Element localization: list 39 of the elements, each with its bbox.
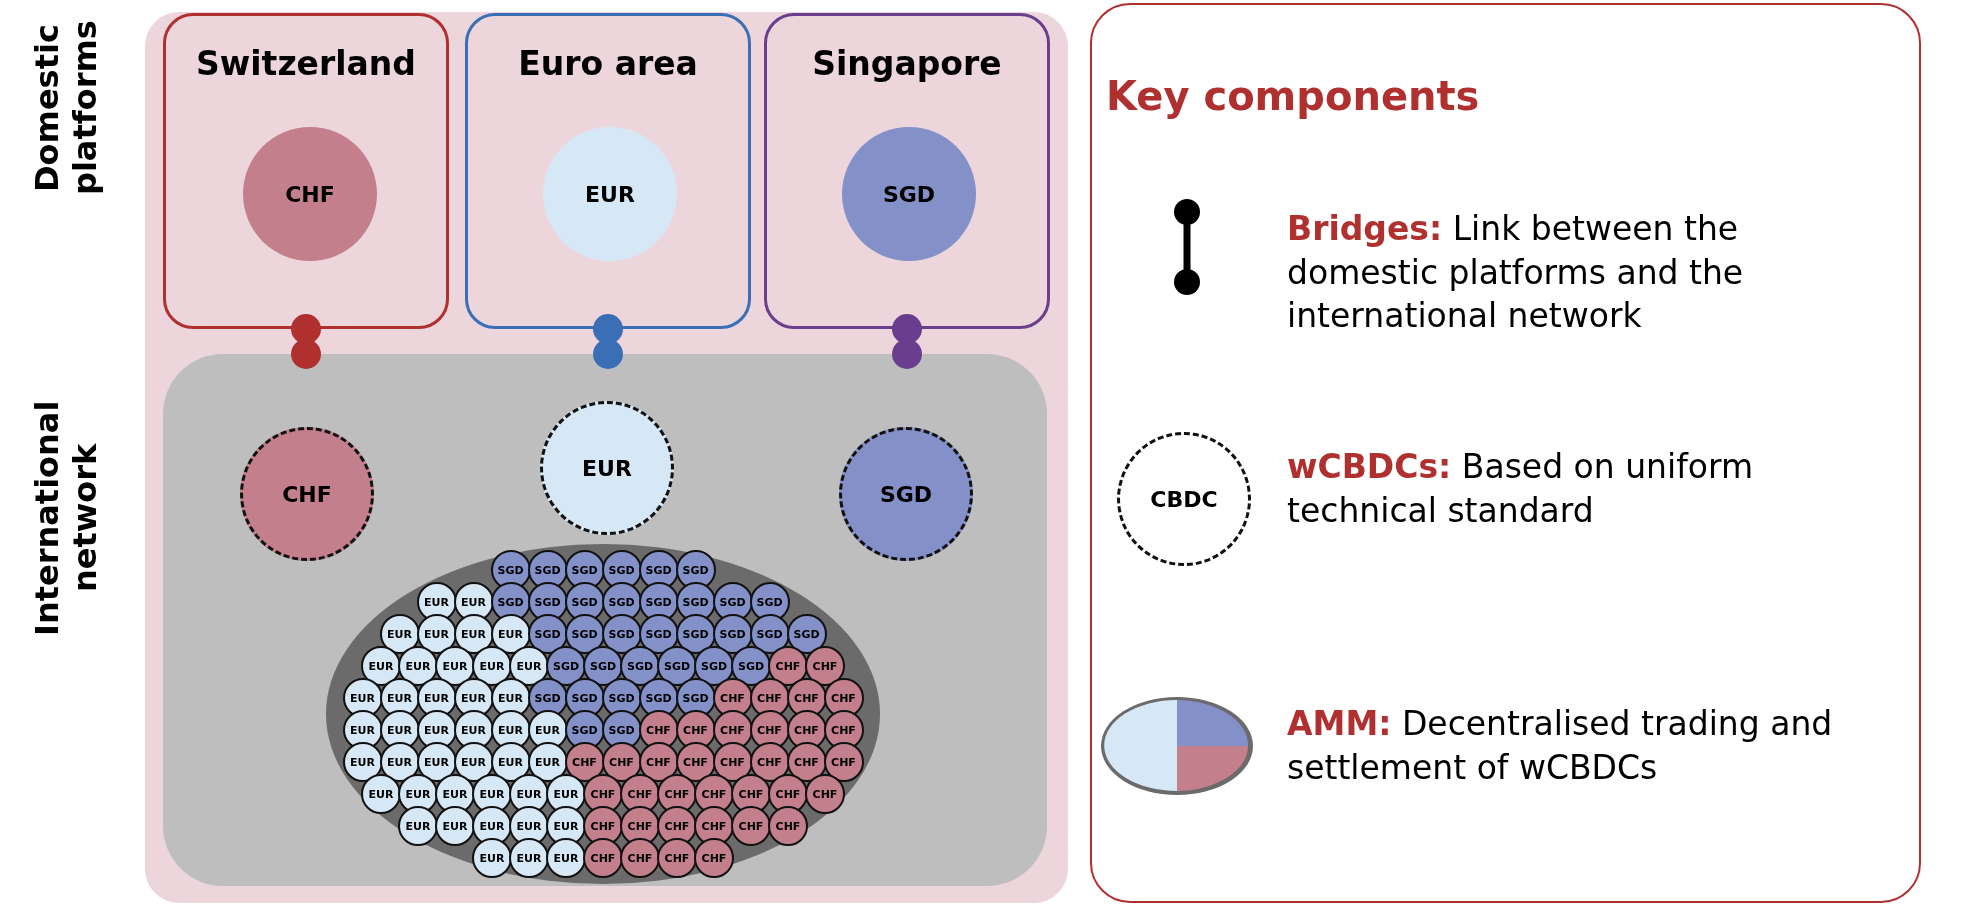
wcbdc-circle: EUR [540,401,674,535]
panel-heading: Key components [1106,73,1480,119]
currency-token: CHF [694,838,734,878]
currency-token: EUR [379,614,420,654]
currency-token: CHF [731,806,771,846]
platform-box: Switzerland CHF [163,13,449,329]
currency-token: EUR [398,806,438,846]
wcbdc-circle: SGD [839,427,973,561]
currency-token: SGD [786,614,827,654]
bridge-connector [291,314,321,369]
platform-box: Euro area EUR [465,13,751,329]
bridge-connector [892,314,922,369]
bridge-connector [593,314,623,369]
wcbdc-circle: CHF [240,427,374,561]
currency-token: EUR [546,838,586,878]
sample-token: CBDC [1117,432,1251,566]
row-label: Domestic platforms [28,19,105,198]
currency-circle: EUR [543,127,677,261]
currency-token: CHF [583,838,623,878]
legend-text: wCBDCs: Based on uniform technical standard [1287,446,1755,532]
currency-token: EUR [472,838,512,878]
key-panel [1090,3,1921,903]
currency-circle: CHF [243,127,377,261]
currency-token: CHF [768,806,808,846]
currency-token: EUR [509,838,549,878]
currency-token: CHF [620,838,660,878]
currency-token: CHF [805,774,845,814]
currency-circle: SGD [842,127,976,261]
currency-token: EUR [361,774,401,814]
legend-text: Bridges: Link between the domestic platforms and the international network [1287,208,1745,338]
platform-box: Singapore SGD [764,13,1050,329]
row-label: International network [28,399,105,638]
currency-token: EUR [342,742,383,782]
platform-band [145,12,1068,903]
currency-token: EUR [435,806,475,846]
network-panel [163,354,1047,886]
currency-token: CHF [823,742,864,782]
legend-text: AMM: Decentralised trading and settlement of wCBDCs [1287,703,1834,789]
currency-token: CHF [657,838,697,878]
